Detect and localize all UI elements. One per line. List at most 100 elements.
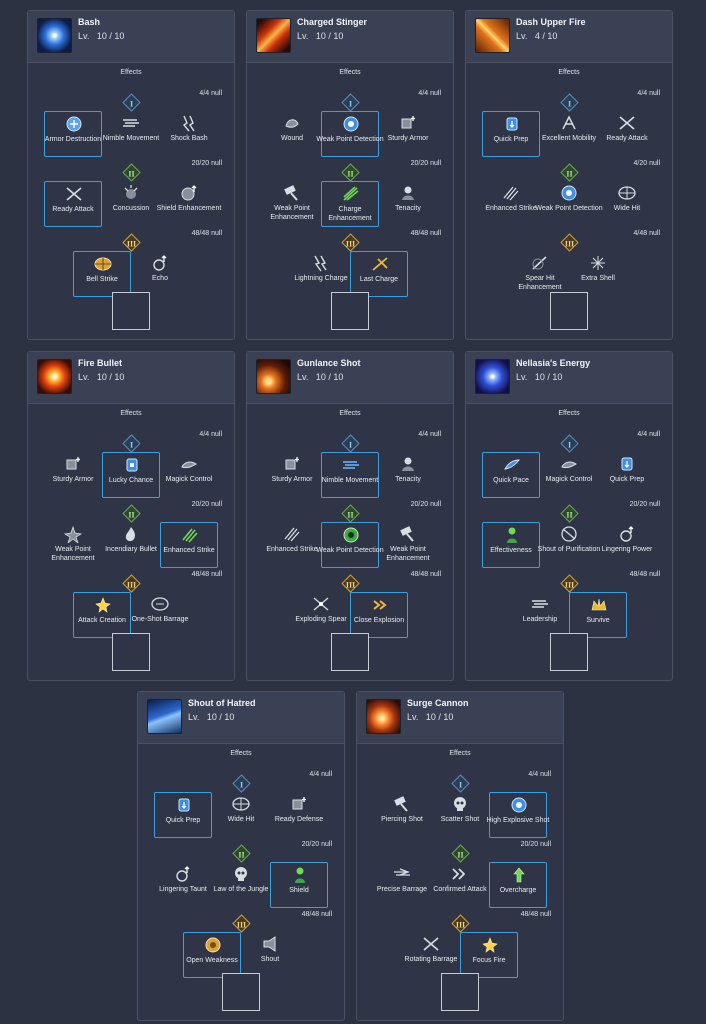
attack-creation-icon	[93, 596, 113, 614]
level-value: 10 / 10	[425, 712, 454, 722]
tripod-option-selected[interactable]: Weak Point Detection	[316, 111, 384, 157]
rune-slot[interactable]	[550, 633, 588, 671]
tripod-option[interactable]: Shout	[241, 932, 299, 978]
tripod-option[interactable]: Lingering Taunt	[154, 862, 212, 908]
tripod-option-selected[interactable]: Shield	[270, 862, 328, 908]
tripod-option[interactable]: Ready Defense	[270, 792, 328, 838]
tier-count: 48/48 null	[410, 571, 441, 578]
tripod-option[interactable]: Magick Control	[540, 452, 598, 498]
tripod-option[interactable]: Weak Point Enhancement	[379, 522, 437, 568]
tenacity-icon	[398, 455, 418, 473]
tripod-option-selected[interactable]: Bell Strike	[73, 251, 131, 297]
tier-count: 4/4 null	[418, 431, 441, 438]
tripod-option-selected[interactable]: Effectiveness	[482, 522, 540, 568]
tripod-label: Sturdy Armor	[52, 476, 94, 483]
tripod-option[interactable]: Leadership	[511, 592, 569, 638]
tripod-option[interactable]: Wound	[263, 111, 321, 157]
tripod-option[interactable]: Lingering Power	[598, 522, 656, 568]
tripod-option-selected[interactable]: Close Explosion	[350, 592, 408, 638]
tripod-option[interactable]: Piercing Shot	[373, 792, 431, 838]
tripod-option[interactable]: Wide Hit	[598, 181, 656, 227]
tripod-option-selected[interactable]: Survive	[569, 592, 627, 638]
tripod-option[interactable]: Scatter Shot	[431, 792, 489, 838]
tripod-option[interactable]: Law of the Jungle	[212, 862, 270, 908]
rune-slot[interactable]	[222, 973, 260, 1011]
tripod-option[interactable]: Ready Attack	[598, 111, 656, 157]
tripod-option-selected[interactable]: Armor Destruction	[44, 111, 102, 157]
tripod-option-selected[interactable]: Attack Creation	[73, 592, 131, 638]
tripod-label: Weak Point Enhancement	[386, 546, 430, 562]
tripod-option[interactable]: Weak Point Detection	[535, 181, 603, 227]
skill-level: Lv. 10 / 10	[297, 372, 343, 382]
tier-numeral: II	[128, 510, 135, 520]
tripod-option[interactable]: Sturdy Armor	[379, 111, 437, 157]
tripod-option[interactable]: Shield Enhancement	[157, 181, 221, 227]
tripod-label: Shock Bash	[170, 135, 208, 142]
tripod-option[interactable]: Quick Prep	[598, 452, 656, 498]
tripod-option[interactable]: Concussion	[102, 181, 160, 227]
tier-numeral: II	[457, 850, 464, 860]
tripod-option[interactable]: Sturdy Armor	[44, 452, 102, 498]
tripod-option[interactable]: Weak Point Enhancement	[263, 181, 321, 227]
tripod-option[interactable]: Excellent Mobility	[540, 111, 598, 157]
wound-icon	[282, 114, 302, 132]
tripod-option[interactable]: Spear Hit Enhancement	[511, 251, 569, 297]
tripod-option-selected[interactable]: Quick Pace	[482, 452, 540, 498]
rune-slot[interactable]	[331, 633, 369, 671]
tripod-option-selected[interactable]: Ready Attack	[44, 181, 102, 227]
tripod-option[interactable]: Rotating Barrage	[402, 932, 460, 978]
tripod-option-selected[interactable]: Last Charge	[350, 251, 408, 297]
tripod-option-selected[interactable]: Weak Point Detection	[316, 522, 384, 568]
tripod-option[interactable]: Shock Bash	[160, 111, 218, 157]
tripod-option-selected[interactable]: Overcharge	[489, 862, 547, 908]
effects-title: Effects	[558, 69, 580, 76]
tripod-option[interactable]: Enhanced Strike	[263, 522, 321, 568]
tripod-option[interactable]: Exploding Spear	[292, 592, 350, 638]
tripod-option[interactable]: One-Shot Barrage	[131, 592, 189, 638]
skill-level: Lv. 10 / 10	[78, 31, 124, 41]
rune-slot[interactable]	[112, 292, 150, 330]
rune-slot[interactable]	[331, 292, 369, 330]
tripod-option-selected[interactable]: Lucky Chance	[102, 452, 160, 498]
tripod-label: Open Weakness	[186, 957, 238, 964]
tripod-option[interactable]: Tenacity	[379, 181, 437, 227]
rune-slot[interactable]	[112, 633, 150, 671]
tripod-option[interactable]: Precise Barrage	[373, 862, 431, 908]
tripod-label: Rotating Barrage	[404, 956, 458, 963]
tripod-label: Survive	[586, 617, 610, 624]
tripod-option[interactable]: Nimble Movement	[102, 111, 160, 157]
tripod-option[interactable]: Sturdy Armor	[263, 452, 321, 498]
crown-icon	[589, 596, 609, 614]
tripod-option-selected[interactable]: Focus Fire	[460, 932, 518, 978]
tripod-option-selected[interactable]: Quick Prep	[482, 111, 540, 157]
tripod-option-selected[interactable]: Charge Enhancement	[321, 181, 379, 227]
tripod-option[interactable]: Shout of Purification	[538, 522, 600, 568]
tripod-option[interactable]: Magick Control	[160, 452, 218, 498]
tripod-option-selected[interactable]: Enhanced Strike	[160, 522, 218, 568]
tripod-option[interactable]: Confirmed Attack	[431, 862, 489, 908]
orange-cannon-icon	[366, 699, 401, 734]
tripod-option[interactable]: Tenacity	[379, 452, 437, 498]
effects-title: Effects	[120, 410, 142, 417]
tripod-option[interactable]: Weak Point Enhancement	[44, 522, 102, 568]
tripod-option[interactable]: Extra Shell	[569, 251, 627, 297]
tripod-option[interactable]: Lightning Charge	[292, 251, 350, 297]
tripod-option[interactable]: Enhanced Strike	[482, 181, 540, 227]
lingering-icon	[617, 525, 637, 543]
tripod-option[interactable]: Echo	[131, 251, 189, 297]
tripod-option[interactable]: Wide Hit	[212, 792, 270, 838]
rune-slot[interactable]	[441, 973, 479, 1011]
tripod-option-selected[interactable]: Open Weakness	[183, 932, 241, 978]
tripod-option-selected[interactable]: Quick Prep	[154, 792, 212, 838]
rune-slot[interactable]	[550, 292, 588, 330]
tripod-option[interactable]: Incendiary Bullet	[102, 522, 160, 568]
tripod-label: Weak Point Detection	[316, 136, 384, 143]
tripod-option-selected[interactable]: High Explosive Shot	[487, 792, 549, 838]
tier-count: 20/20 null	[520, 841, 551, 848]
tripod-option-selected[interactable]: Nimble Movement	[321, 452, 379, 498]
